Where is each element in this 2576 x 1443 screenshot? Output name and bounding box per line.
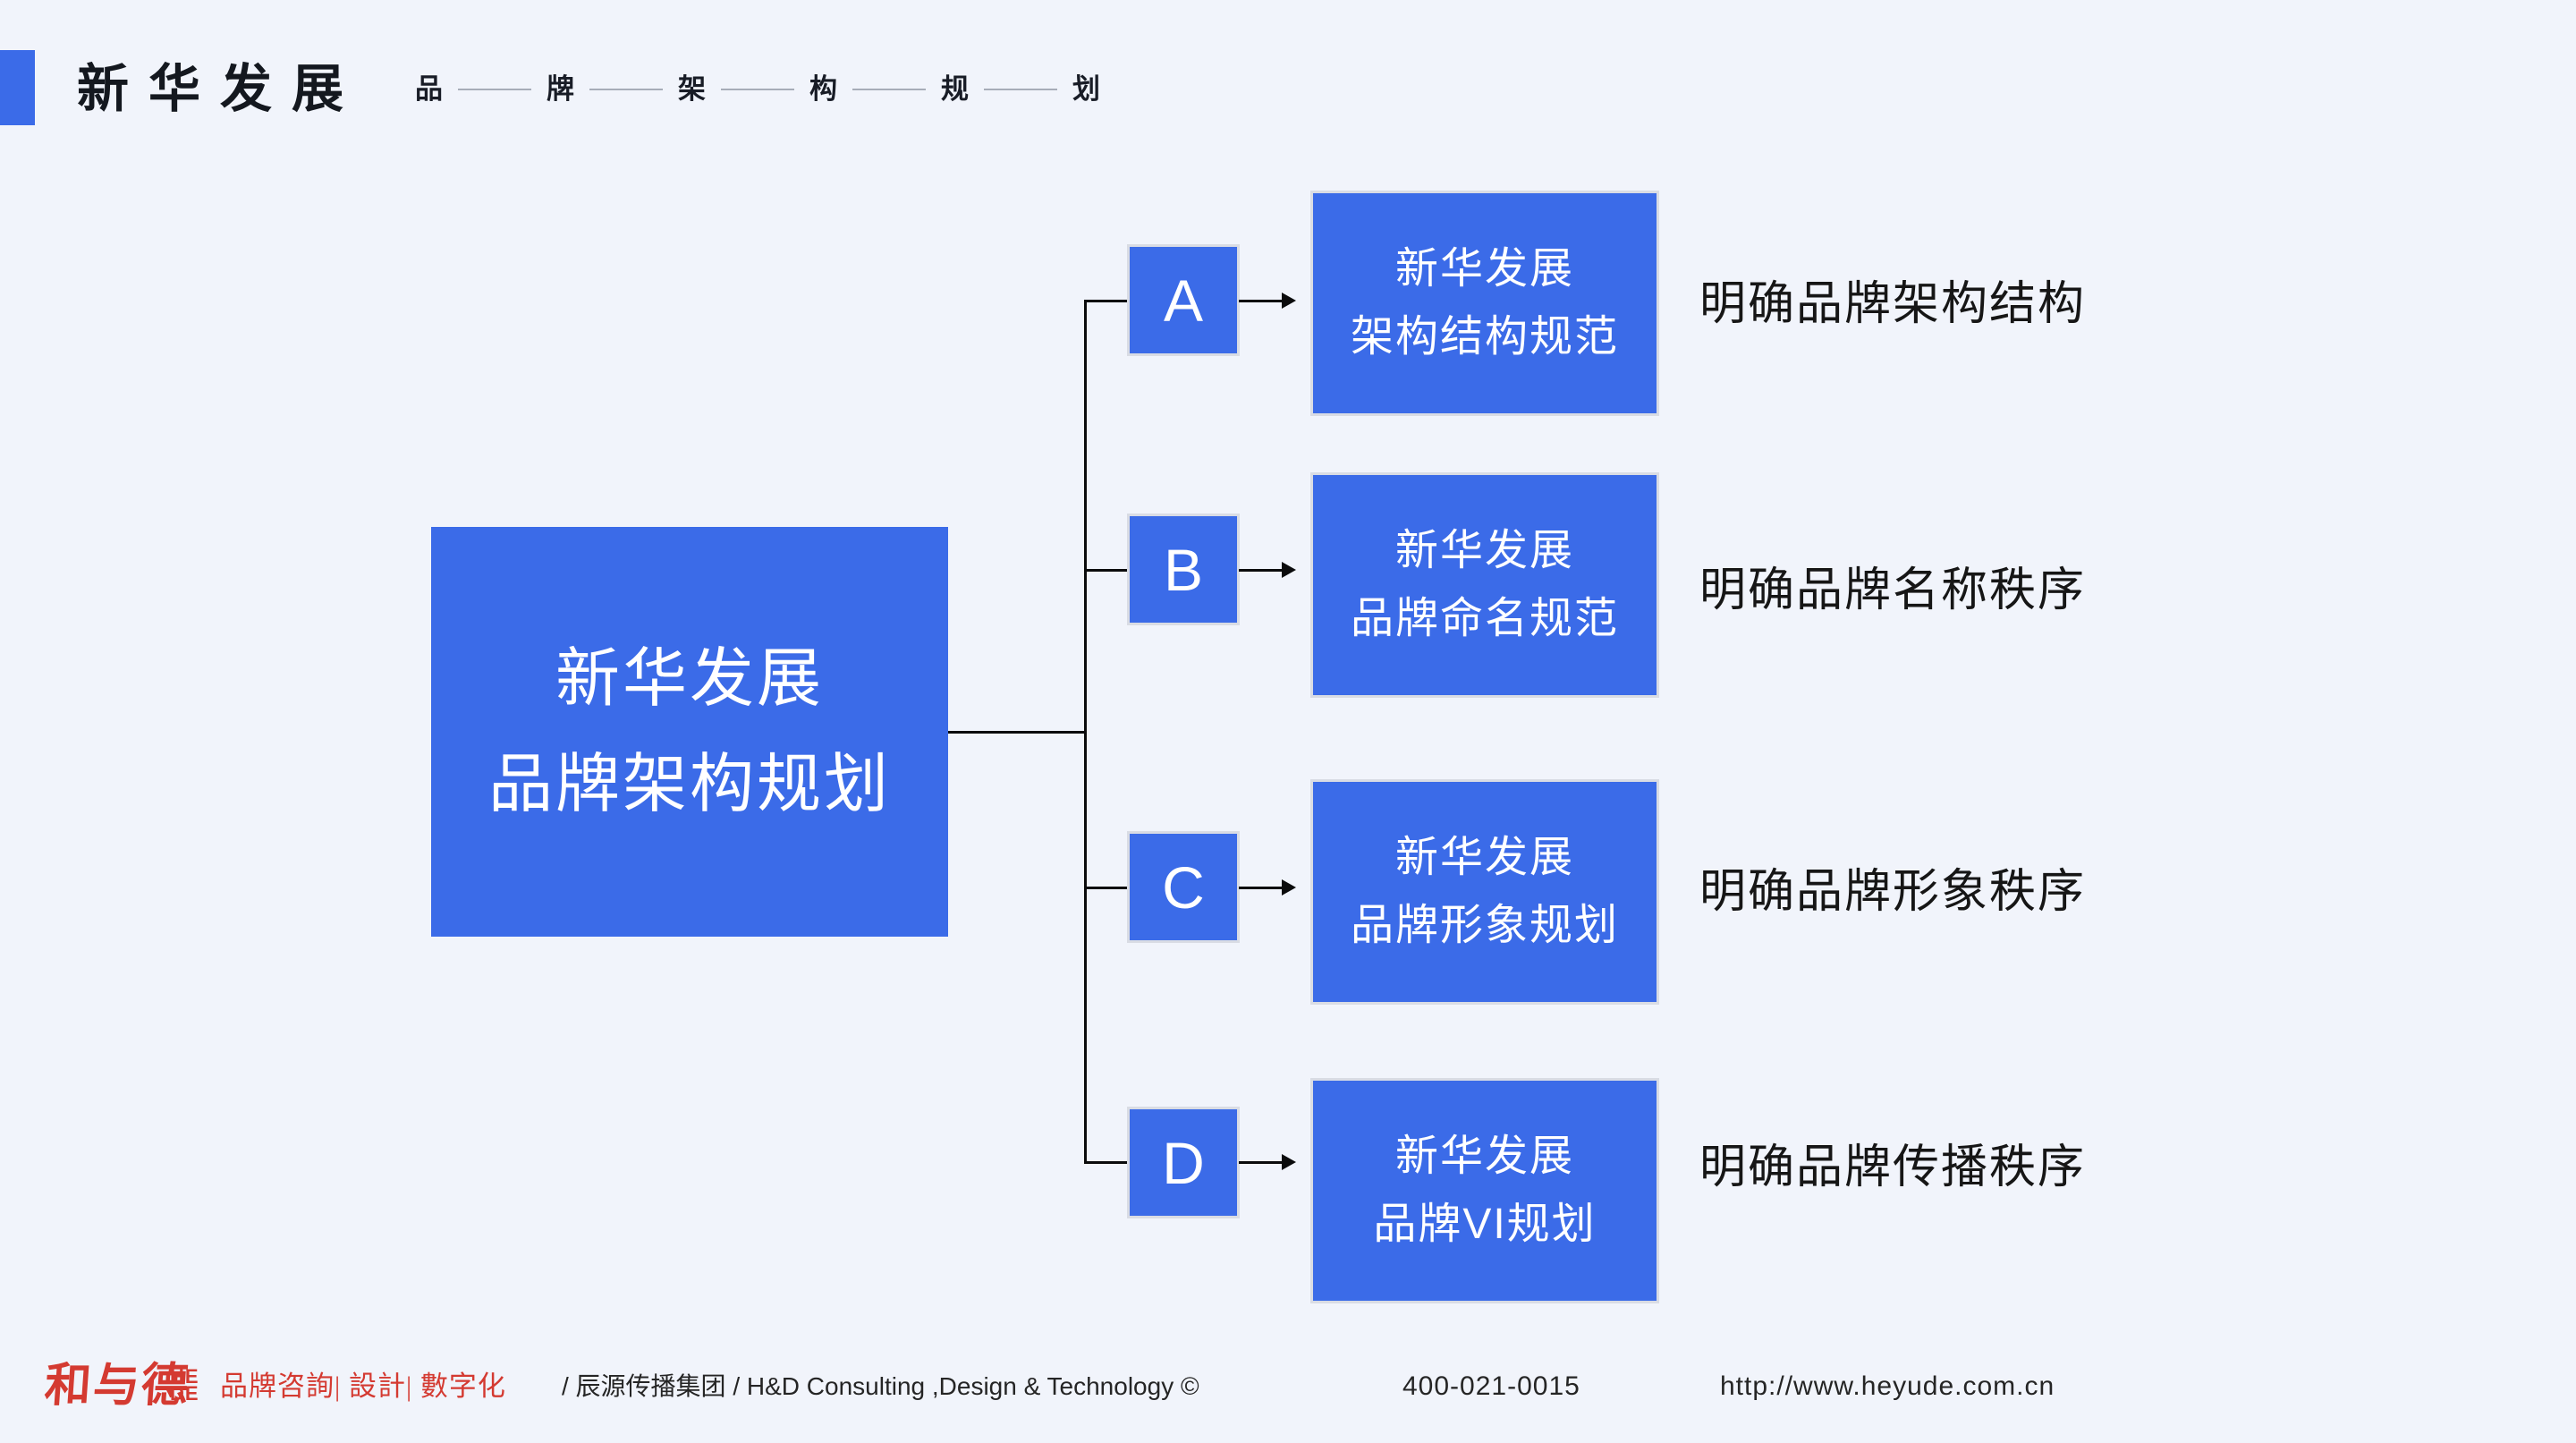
detail-box-d: 新华发展 品牌VI规划 [1313, 1081, 1657, 1301]
connector-branch-c [1084, 887, 1130, 889]
caption-a: 明确品牌架构结构 [1699, 278, 2087, 330]
node-a-box: A [1130, 247, 1237, 353]
footer-company-line: / 辰源传播集团 / H&D Consulting ,Design & Tech… [562, 1372, 1199, 1400]
arrow-a-line [1239, 300, 1282, 302]
detail-box-c: 新华发展 品牌形象规划 [1313, 782, 1657, 1002]
subtitle-dash [458, 89, 531, 90]
header-accent-bar [0, 50, 35, 125]
caption-d: 明确品牌传播秩序 [1699, 1142, 2087, 1193]
page-subtitle: 品 牌 架 构 规 划 [415, 64, 1100, 115]
subtitle-char: 架 [678, 73, 706, 105]
node-d-label: D [1162, 1129, 1205, 1196]
arrow-c-line [1239, 887, 1282, 889]
arrow-c-head-icon [1282, 879, 1296, 896]
connector-trunk [1084, 300, 1087, 1164]
subtitle-char: 构 [809, 73, 837, 105]
detail-box-c-line2: 品牌形象规划 [1350, 902, 1619, 949]
subtitle-dash [589, 89, 663, 90]
node-d-box: D [1130, 1109, 1237, 1216]
detail-box-b-line2: 品牌命名规范 [1350, 595, 1619, 642]
footer-website: http://www.heyude.com.cn [1720, 1371, 2055, 1401]
footer-phone: 400-021-0015 [1402, 1371, 1580, 1401]
subtitle-char: 牌 [547, 73, 574, 105]
arrow-b-head-icon [1282, 562, 1296, 578]
connector-branch-a [1084, 300, 1130, 302]
node-c-label: C [1162, 853, 1205, 921]
detail-box-b-line1: 新华发展 [1394, 527, 1574, 574]
node-c-box: C [1130, 834, 1237, 940]
detail-box-c-line1: 新华发展 [1394, 834, 1574, 881]
subtitle-char: 规 [941, 73, 969, 105]
detail-box-a-line1: 新华发展 [1394, 245, 1574, 293]
node-b-box: B [1130, 516, 1237, 623]
detail-box-a-line2: 架构结构规范 [1350, 313, 1619, 361]
arrow-d-head-icon [1282, 1154, 1296, 1170]
connector-root-to-trunk [948, 731, 1085, 734]
node-a-label: A [1163, 267, 1204, 334]
footer-tagline: 品牌咨詢| 設計| 數字化 [220, 1371, 506, 1402]
logo-mark-line1: HE [170, 1365, 199, 1388]
subtitle-dash [852, 89, 926, 90]
detail-box-b: 新华发展 品牌命名规范 [1313, 475, 1657, 695]
subtitle-char: 划 [1072, 73, 1100, 105]
subtitle-dash [984, 89, 1057, 90]
arrow-b-line [1239, 569, 1282, 572]
root-node-line2: 品牌架构规划 [487, 749, 891, 820]
detail-box-a: 新华发展 架构结构规范 [1313, 193, 1657, 413]
logo-mark-hede: HE DE [170, 1365, 199, 1405]
connector-branch-b [1084, 569, 1130, 572]
node-b-label: B [1163, 536, 1204, 603]
root-node-line1: 新华发展 [555, 643, 824, 715]
detail-box-d-line2: 品牌VI规划 [1373, 1201, 1597, 1248]
subtitle-dash [721, 89, 794, 90]
subtitle-char: 品 [415, 73, 443, 105]
logo-mark-line2: DE [170, 1382, 199, 1405]
arrow-d-line [1239, 1161, 1282, 1164]
arrow-a-head-icon [1282, 293, 1296, 309]
page-title: 新华发展 [77, 60, 364, 118]
caption-b: 明确品牌名称秩序 [1699, 564, 2087, 616]
connector-branch-d [1084, 1161, 1130, 1164]
detail-box-d-line1: 新华发展 [1394, 1133, 1574, 1180]
caption-c: 明确品牌形象秩序 [1699, 866, 2087, 918]
root-node-box: 新华发展 品牌架构规划 [431, 527, 948, 937]
